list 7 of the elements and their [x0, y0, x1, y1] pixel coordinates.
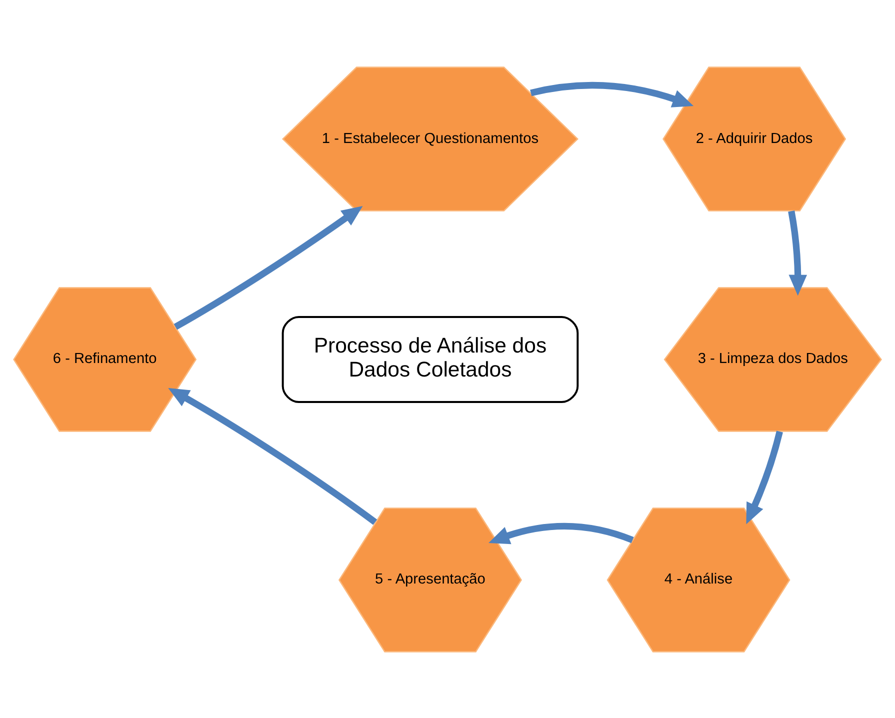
- arrow: [530, 81, 694, 107]
- arrow: [168, 387, 378, 524]
- node-box: Processo de Análise dos Dados Coletados: [282, 316, 579, 402]
- arrow: [788, 210, 808, 296]
- arrow: [174, 205, 363, 330]
- arrow: [488, 522, 634, 544]
- arrow: [746, 430, 783, 524]
